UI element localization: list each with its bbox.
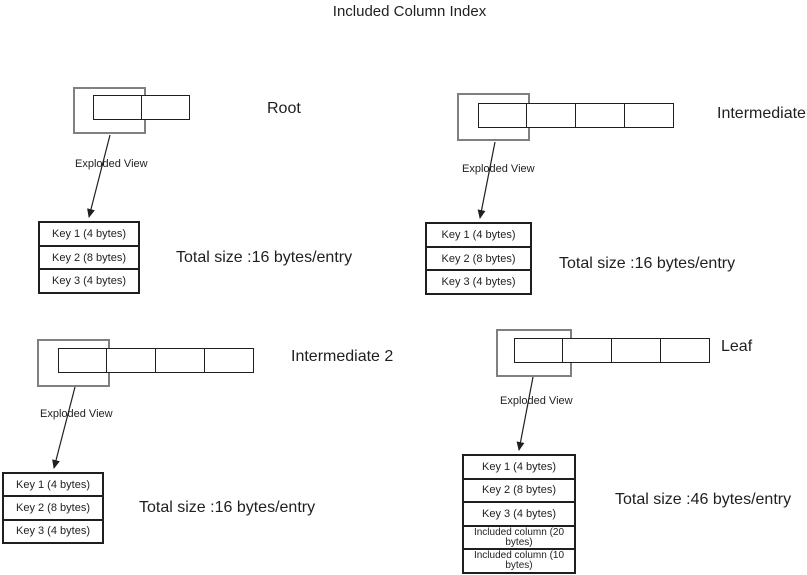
exploded-view-label-intermediate2: Exploded View — [40, 408, 113, 420]
page-cell — [58, 348, 107, 373]
key-table-row: Key 1 (4 bytes) — [427, 224, 530, 248]
total-size-leaf: Total size :46 bytes/entry — [615, 491, 792, 508]
total-size-root: Total size :16 bytes/entry — [176, 249, 353, 266]
key-table-row: Key 2 (8 bytes) — [4, 497, 102, 521]
exploded-view-arrow-intermediate — [477, 141, 496, 219]
key-table-row: Key 1 (4 bytes) — [4, 474, 102, 498]
key-table-row: Key 2 (8 bytes) — [427, 248, 530, 272]
exploded-view-arrow-intermediate2 — [52, 386, 76, 469]
page-cell — [661, 338, 710, 363]
key-table-leaf: Key 1 (4 bytes) Key 2 (8 bytes) Key 3 (4… — [462, 454, 576, 574]
key-table-row: Key 3 (4 bytes) — [441, 276, 516, 289]
exploded-view-arrow-root — [87, 134, 111, 218]
page-cell — [142, 95, 190, 120]
key-table-row: Included column (10 bytes) — [473, 550, 565, 572]
section-label-leaf: Leaf — [721, 338, 753, 355]
key-table-row: Key 2 (8 bytes) — [464, 480, 574, 504]
diagram-title: Included Column Index — [332, 3, 487, 20]
exploded-view-label-leaf: Exploded View — [500, 395, 573, 407]
page-cell — [527, 103, 576, 128]
page-cell — [93, 95, 142, 120]
page-cell — [107, 348, 156, 373]
key-table-root: Key 1 (4 bytes) Key 2 (8 bytes) Key 3 (4… — [38, 221, 140, 294]
page-cell — [205, 348, 254, 373]
key-table-intermediate2: Key 1 (4 bytes) Key 2 (8 bytes) Key 3 (4… — [2, 472, 104, 544]
exploded-view-label-root: Exploded View — [75, 158, 148, 170]
key-table-row: Included column (20 bytes) — [464, 527, 574, 551]
key-table-row: Key 3 (4 bytes) — [464, 503, 574, 527]
total-size-intermediate2: Total size :16 bytes/entry — [139, 499, 316, 516]
section-label-intermediate2: Intermediate 2 — [291, 348, 394, 365]
key-table-row: Key 2 (8 bytes) — [40, 247, 138, 271]
exploded-view-arrow-leaf — [516, 376, 534, 451]
page-cell — [156, 348, 205, 373]
intermediate2-page-cell-row — [58, 348, 254, 373]
exploded-view-label-intermediate: Exploded View — [462, 163, 535, 175]
key-table-row: Key 1 (4 bytes) — [464, 456, 574, 480]
key-table-row: Key 1 (4 bytes) — [40, 223, 138, 247]
page-cell — [514, 338, 563, 363]
page-cell — [478, 103, 527, 128]
root-page-cell-row — [93, 95, 190, 120]
leaf-page-cell-row — [514, 338, 710, 363]
page-cell — [563, 338, 612, 363]
section-label-root: Root — [267, 100, 301, 117]
intermediate-page-cell-row — [478, 103, 674, 128]
section-label-intermediate: Intermediate — [717, 105, 806, 122]
page-cell — [625, 103, 674, 128]
key-table-row: Key 3 (4 bytes) — [16, 525, 90, 538]
total-size-intermediate: Total size :16 bytes/entry — [559, 255, 736, 272]
key-table-row: Key 3 (4 bytes) — [52, 275, 126, 288]
page-cell — [612, 338, 661, 363]
key-table-intermediate: Key 1 (4 bytes) Key 2 (8 bytes) Key 3 (4… — [425, 222, 532, 295]
page-cell — [576, 103, 625, 128]
